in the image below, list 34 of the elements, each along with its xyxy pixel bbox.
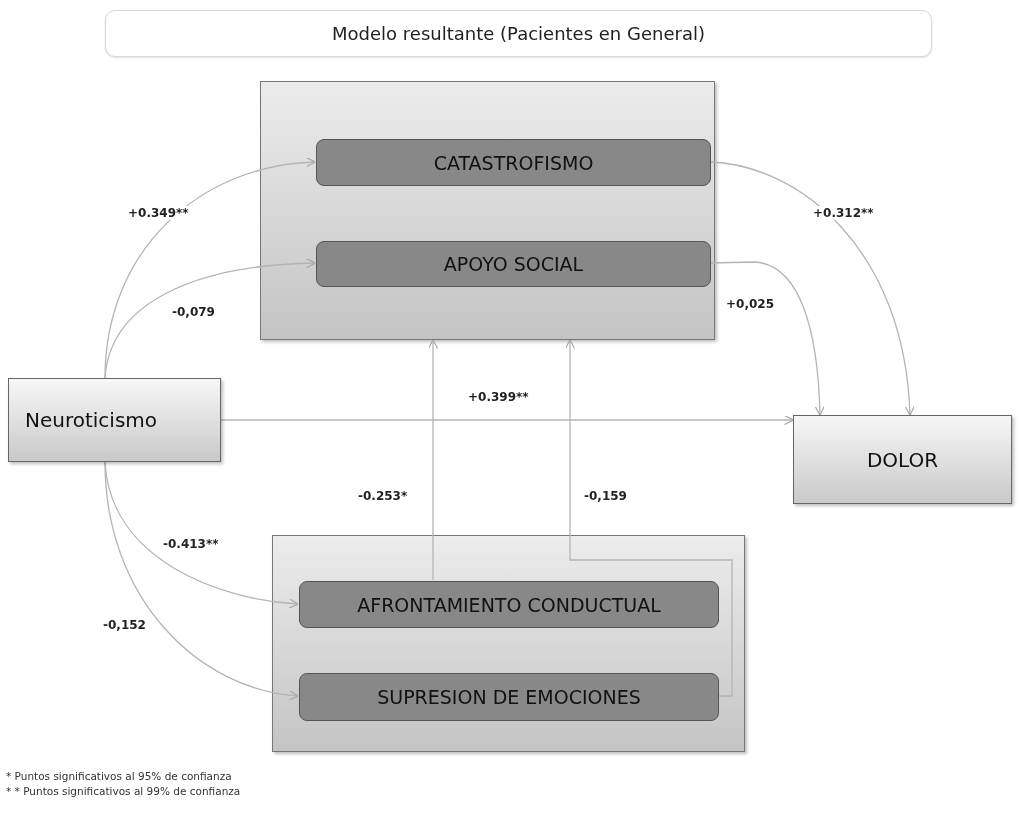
variable-box <box>299 673 719 721</box>
arrow <box>709 161 915 417</box>
footnote: * * Puntos significativos al 99% de confianza <box>6 785 241 797</box>
variable-box <box>8 378 221 462</box>
group-box <box>272 535 745 752</box>
variable-box <box>316 139 711 186</box>
arrow <box>104 157 317 379</box>
arrow <box>427 338 439 581</box>
node-label: APOYO SOCIAL <box>443 253 584 275</box>
arrow <box>709 261 825 417</box>
arrow <box>104 461 300 700</box>
title-box: Modelo resultante (Pacientes en General) <box>105 10 932 57</box>
node-label: SUPRESION DE EMOCIONES <box>377 686 641 708</box>
edge-label: -0,159 <box>582 489 629 503</box>
node-label: CATASTROFISMO <box>433 151 594 174</box>
node-label: Neuroticismo <box>25 408 158 432</box>
edge-label: -0,079 <box>170 305 217 319</box>
variable-box <box>793 415 1012 504</box>
node-label: AFRONTAMIENTO CONDUCTUAL <box>357 593 661 616</box>
variable-box <box>316 241 711 287</box>
edge-label: -0.253* <box>356 489 410 503</box>
edge-label: +0,025 <box>724 297 776 311</box>
edge-label: +0.349** <box>126 206 191 220</box>
arrow <box>564 338 733 697</box>
edge-label: +0.312** <box>811 206 876 220</box>
edge-label: +0.399** <box>466 390 531 404</box>
arrow <box>220 414 795 426</box>
edge-label: -0,152 <box>101 618 148 632</box>
variable-box <box>299 581 719 628</box>
edge-label: -0.413** <box>161 537 221 551</box>
group-box <box>260 81 715 340</box>
footnote: * Puntos significativos al 95% de confianza <box>6 770 233 782</box>
arrow <box>104 258 317 379</box>
node-label: DOLOR <box>866 447 939 472</box>
